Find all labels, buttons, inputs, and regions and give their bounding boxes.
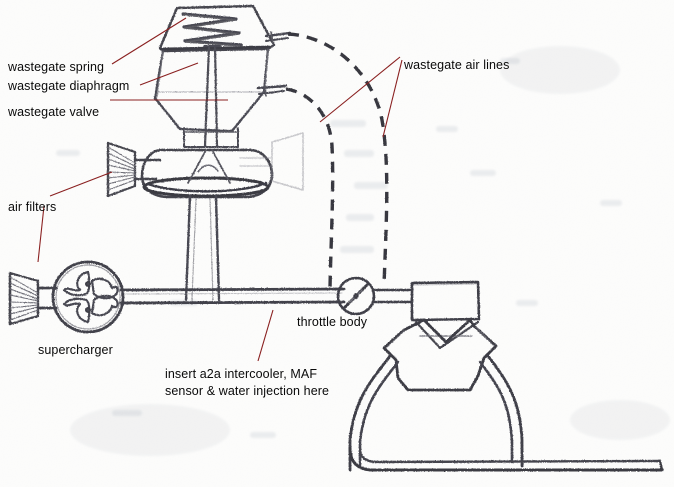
label-throttle-body: throttle body	[297, 315, 368, 329]
intake-plenum	[410, 280, 481, 322]
supercharger-air-filter	[8, 271, 58, 326]
exhaust-headers	[348, 354, 664, 472]
leader-lines	[37, 17, 403, 362]
label-intercooler-note-line-2: sensor & water injection here	[165, 384, 330, 398]
leader-wastegate-spring	[111, 17, 187, 65]
vacuum-line-outer	[287, 32, 389, 287]
leader-wastegate-diaphragm	[139, 62, 199, 86]
label-supercharger: supercharger	[38, 343, 113, 357]
bypass-cone-faint	[239, 132, 304, 191]
wastegate-valve-body	[140, 148, 274, 302]
wastegate-actuator-shaft	[183, 44, 239, 148]
supercharger-rotor-housing	[51, 260, 125, 334]
label-wastegate-air-lines: wastegate air lines	[404, 58, 510, 72]
leader-air-filters-upper	[49, 171, 113, 197]
throttle-body-valve	[336, 276, 414, 316]
leader-intercooler-note	[257, 309, 274, 362]
wastegate-air-filter	[106, 141, 162, 198]
label-wastegate-valve: wastegate valve	[8, 105, 100, 119]
vacuum-line-inner	[285, 87, 335, 289]
charge-pipe	[119, 287, 346, 305]
leader-air-filters-lower	[37, 205, 45, 263]
label-intercooler-note-line-1: insert a2a intercooler, MAF	[165, 367, 318, 381]
label-wastegate-spring: wastegate spring	[8, 60, 105, 74]
leader-air-lines-outer	[382, 59, 403, 138]
leader-air-lines-inner	[319, 56, 401, 123]
wastegate-spring-housing	[158, 4, 276, 53]
label-wastegate-diaphragm: wastegate diaphragm	[8, 79, 130, 93]
paper-smudges	[70, 46, 670, 456]
label-air-filters: air filters	[8, 200, 57, 214]
